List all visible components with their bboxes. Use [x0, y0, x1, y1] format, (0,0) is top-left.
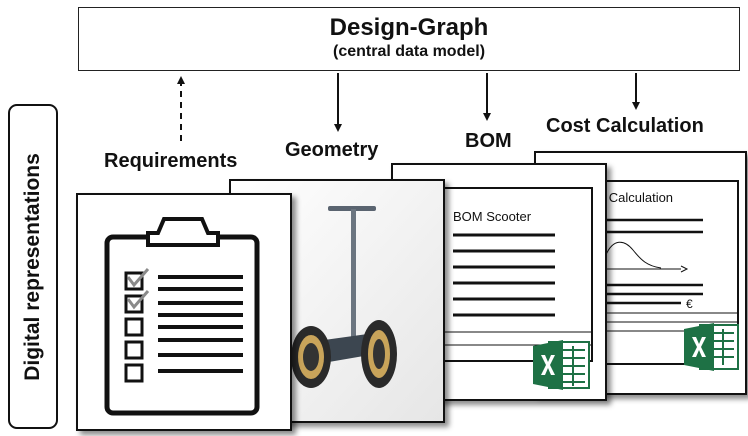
bom-card: BOM Scooter	[391, 163, 607, 401]
label-requirements: Requirements	[104, 150, 238, 172]
side-label-box: Digital representations	[8, 104, 58, 429]
bom-sheet: BOM Scooter	[441, 187, 593, 362]
cost-sheet-title: st Calculation	[595, 190, 674, 205]
label-bom: BOM	[465, 130, 512, 152]
clipboard-checklist-icon	[104, 217, 260, 416]
central-data-model-box: Design-Graph (central data model)	[78, 7, 740, 71]
label-geometry: Geometry	[285, 139, 379, 161]
central-subtitle: (central data model)	[332, 43, 486, 60]
bom-sheet-title: BOM Scooter	[453, 209, 532, 224]
label-cost-calculation: Cost Calculation	[546, 115, 704, 137]
central-title: Design-Graph	[329, 14, 489, 41]
excel-icon	[684, 323, 739, 371]
excel-icon	[533, 340, 590, 390]
bom-sheet-content	[443, 233, 591, 346]
cost-sheet-content	[603, 218, 737, 332]
requirements-card	[76, 193, 292, 431]
currency-symbol: €	[686, 297, 693, 311]
